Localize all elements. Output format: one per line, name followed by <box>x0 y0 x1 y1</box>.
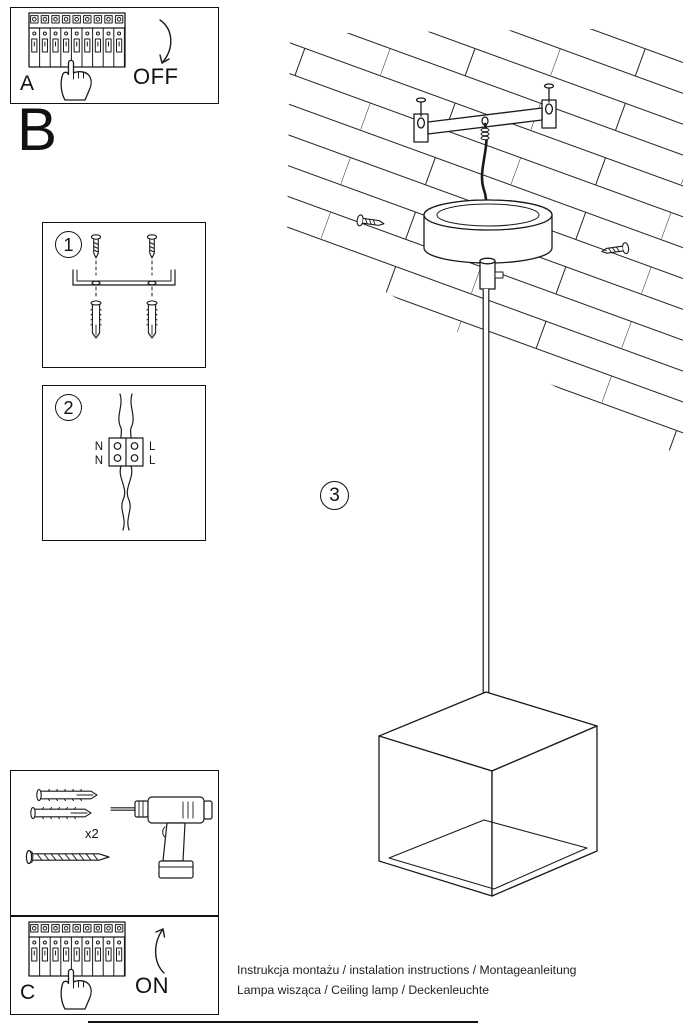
flip-up-arrow-icon <box>154 928 166 974</box>
step-a-power-off-box: A OFF <box>10 7 219 104</box>
footer-instructions-title: Instrukcja montażu / instalation instruc… <box>237 963 577 977</box>
footer-product-name: Lampa wisząca / Ceiling lamp / Deckenleu… <box>237 983 489 997</box>
breaker-panel-icon <box>29 13 125 67</box>
flip-down-arrow-icon <box>159 19 172 64</box>
power-off-label: OFF <box>133 64 179 89</box>
wall-plug-icon <box>90 300 102 339</box>
wall-plug-icon <box>36 788 98 802</box>
bottom-print-mark <box>88 1021 478 1023</box>
drill-icon <box>110 796 213 879</box>
pendant-lamp-scene <box>287 28 683 897</box>
step-c-power-on-box: C ON <box>10 916 219 1015</box>
step-1-bracket-box: 1 <box>42 222 206 368</box>
breaker-off-drawing <box>11 8 172 101</box>
step-2-number: 2 <box>55 394 82 421</box>
wall-plug-icon <box>146 300 158 339</box>
step-1-number: 1 <box>55 231 82 258</box>
cube-lampshade-icon <box>378 691 598 897</box>
mounting-bracket-icon <box>413 83 557 143</box>
wire-label-l-bottom: L <box>149 455 156 467</box>
wire-label-l-top: L <box>149 441 156 453</box>
wire-label-n-top: N <box>95 441 103 453</box>
ceiling-canopy-icon <box>423 199 553 290</box>
canopy-screw-right-icon <box>601 242 630 255</box>
step-a-label: A <box>20 72 35 95</box>
canopy-screw-left-icon <box>356 214 385 227</box>
step-3-number: 3 <box>320 481 349 510</box>
step-2-wiring-box: N L N L 2 <box>42 385 206 541</box>
screw-icon <box>146 234 158 259</box>
wiring-drawing: N L N L <box>95 393 156 531</box>
breaker-panel-icon <box>29 922 125 976</box>
power-on-label: ON <box>135 973 169 998</box>
tools-drawing: x2 <box>25 788 213 879</box>
section-b-label: B <box>17 96 58 163</box>
tools-box: x2 <box>10 770 219 916</box>
wire-pair-top-icon <box>118 393 134 439</box>
pendant-rod <box>482 288 490 694</box>
wall-plug-icon <box>30 806 92 820</box>
step-c-label: C <box>20 981 36 1004</box>
breaker-on-drawing <box>11 917 166 1010</box>
cable-spring-icon <box>480 127 490 141</box>
plug-quantity-label: x2 <box>85 826 99 841</box>
installation-diagram <box>230 20 683 955</box>
mounting-strap-icon <box>72 269 176 286</box>
screw-icon <box>90 234 102 259</box>
bracket-mounting-drawing <box>72 234 176 339</box>
screw-icon <box>25 849 110 865</box>
wire-label-n-bottom: N <box>95 455 103 467</box>
terminal-block-icon <box>108 437 144 467</box>
wire-pair-bottom-icon <box>119 465 133 531</box>
